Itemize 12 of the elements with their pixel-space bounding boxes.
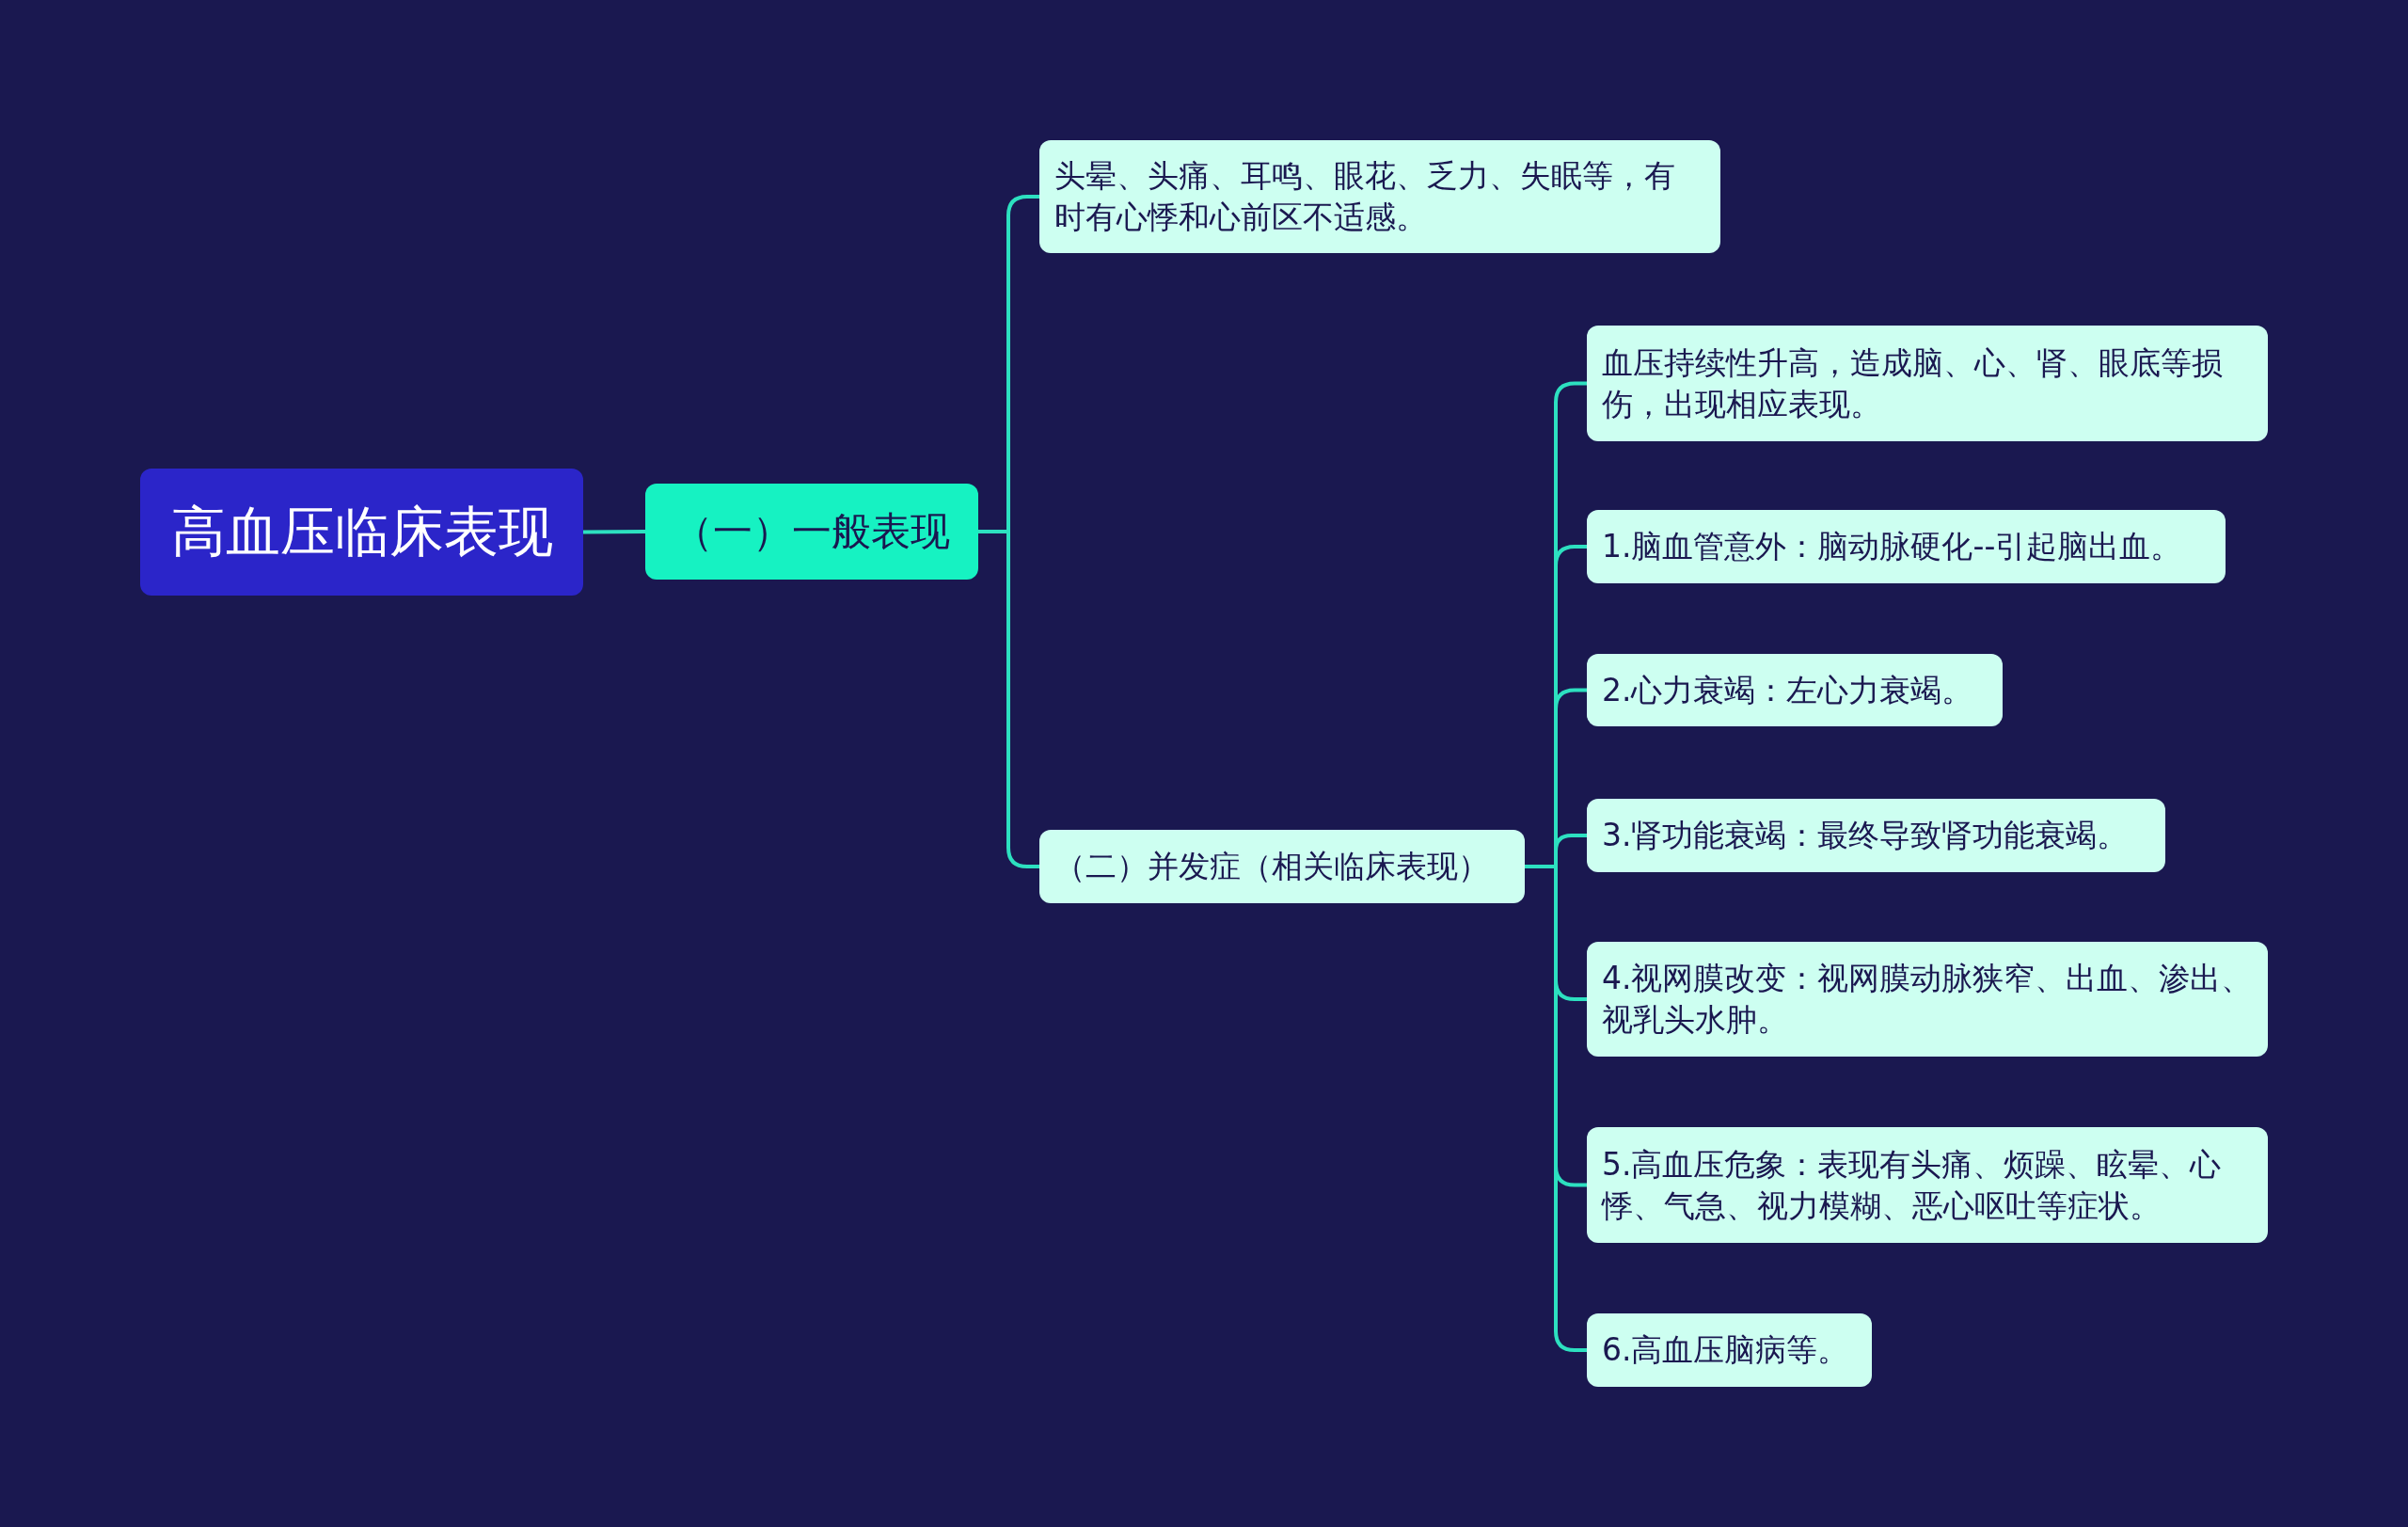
connector-line [583, 530, 645, 534]
subtopic-box: （二）并发症（相关临床表现） [1039, 830, 1525, 903]
central-topic-box: 高血压临床表现 [140, 469, 583, 596]
subtopic-box: 6.高血压脑病等。 [1587, 1313, 1872, 1387]
topic-box: （一）一般表现 [645, 484, 978, 580]
subtopic-box: 血压持续性升高，造成脑、心、肾、眼底等损伤，出现相应表现。 [1587, 326, 2268, 441]
subtopic-box: 1.脑血管意外：脑动脉硬化--引起脑出血。 [1587, 510, 2226, 583]
subtopic-box: 4.视网膜改变：视网膜动脉狭窄、出血、渗出、视乳头水肿。 [1587, 942, 2268, 1057]
subtopic-box: 3.肾功能衰竭：最终导致肾功能衰竭。 [1587, 799, 2165, 872]
subtopic-box: 2.心力衰竭：左心力衰竭。 [1587, 654, 2003, 726]
subtopic-box: 头晕、头痛、耳鸣、眼花、乏力、失眠等，有时有心悸和心前区不适感。 [1039, 140, 1720, 253]
subtopic-box: 5.高血压危象：表现有头痛、烦躁、眩晕、心悸、气急、视力模糊、恶心呕吐等症状。 [1587, 1127, 2268, 1243]
